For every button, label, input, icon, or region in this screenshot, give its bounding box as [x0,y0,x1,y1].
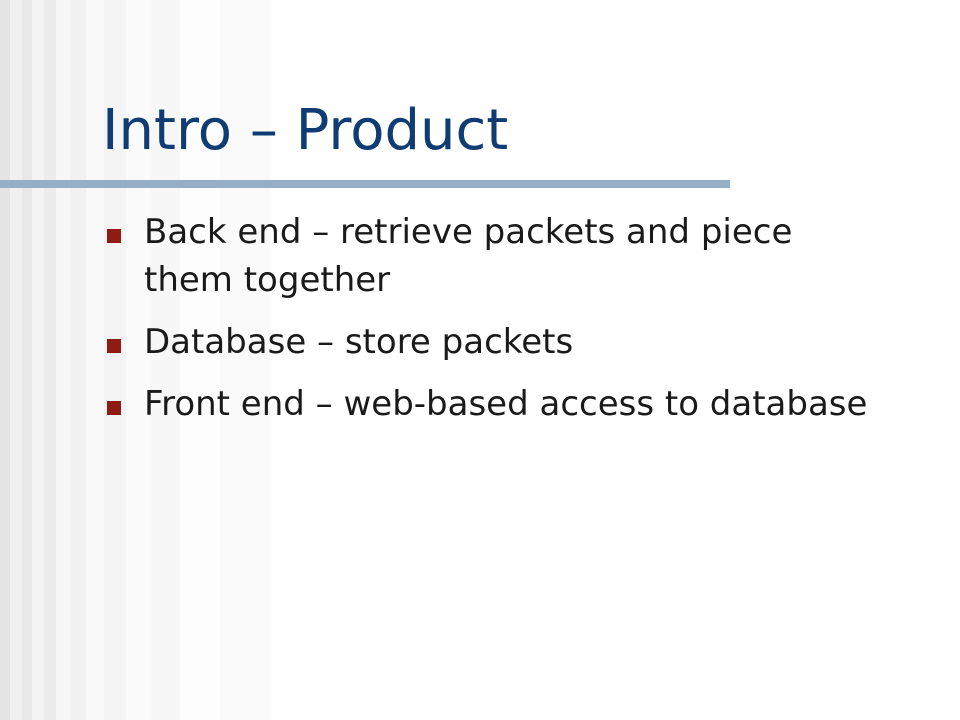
title-underline-rule [0,180,730,188]
bullet-item-database: Database – store packets [104,318,884,366]
square-bullet-icon [107,229,121,243]
bullet-list: Back end – retrieve packets and piece th… [104,208,884,442]
bullet-text: Front end – web-based access to database [144,384,868,424]
bullet-item-back-end: Back end – retrieve packets and piece th… [104,208,884,304]
square-bullet-icon [107,339,121,353]
bullet-text: Back end – retrieve packets and piece th… [144,212,793,300]
bullet-item-front-end: Front end – web-based access to database [104,380,884,428]
bullet-text: Database – store packets [144,322,574,362]
slide-title: Intro – Product [102,98,509,163]
square-bullet-icon [107,401,121,415]
